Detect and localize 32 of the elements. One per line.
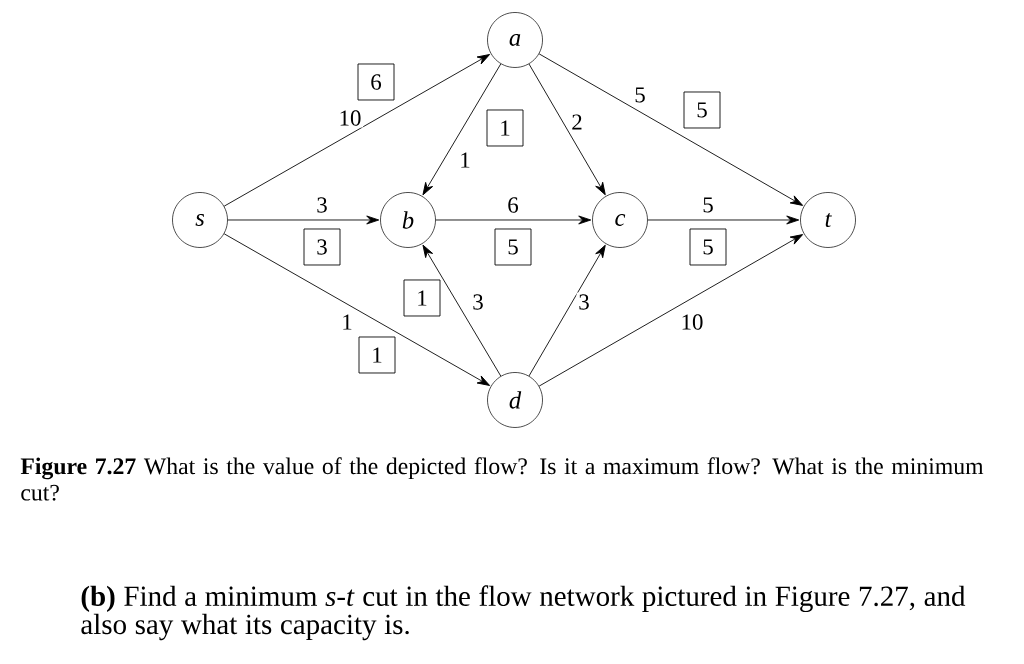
arrow bbox=[422, 244, 502, 377]
arrow bbox=[227, 215, 380, 225]
flow-box: 3 bbox=[303, 228, 341, 266]
capacity-label: 1 bbox=[339, 312, 355, 332]
capacity-label: 10 bbox=[678, 312, 706, 332]
arrow bbox=[422, 63, 502, 196]
capacity-label: 10 bbox=[336, 108, 364, 128]
flow-box: 1 bbox=[358, 336, 396, 374]
flow-box: 6 bbox=[357, 63, 395, 101]
arrow bbox=[528, 244, 606, 377]
flow-box: 5 bbox=[689, 228, 727, 266]
flow-box: 5 bbox=[683, 91, 721, 129]
flow-box: 5 bbox=[494, 228, 532, 266]
arrow bbox=[528, 63, 606, 196]
arrow bbox=[223, 54, 491, 207]
arrow bbox=[538, 234, 804, 387]
arrow bbox=[647, 215, 800, 225]
flow-box: 1 bbox=[486, 109, 524, 147]
capacity-label: 1 bbox=[457, 150, 473, 170]
flow-box: 1 bbox=[403, 279, 441, 317]
capacity-label: 2 bbox=[569, 112, 585, 132]
capacity-label: 6 bbox=[505, 195, 521, 215]
capacity-label: 3 bbox=[470, 292, 486, 312]
capacity-label: 5 bbox=[632, 85, 648, 105]
exercise-text: (b) Find a minimum s-t cut in the flow network pictured in Figure 7.27, and also say what its capacity is. bbox=[81, 585, 966, 641]
capacity-label: 3 bbox=[576, 292, 592, 312]
arrow bbox=[223, 233, 491, 386]
capacity-label: 3 bbox=[314, 195, 330, 215]
arrow bbox=[435, 215, 592, 225]
figure-caption: Figure 7.27 What is the value of the depicted flow? Is it a maximum flow? What is the minimum cut? bbox=[20, 457, 984, 501]
arrow bbox=[538, 53, 804, 206]
capacity-label: 5 bbox=[700, 195, 716, 215]
